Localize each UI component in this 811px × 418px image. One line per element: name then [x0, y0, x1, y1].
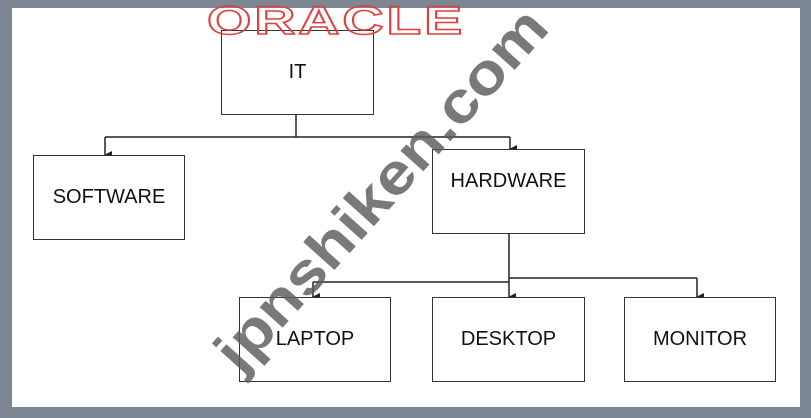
- node-laptop: LAPTOP: [239, 297, 391, 382]
- node-software: SOFTWARE: [33, 155, 185, 240]
- node-monitor: MONITOR: [624, 297, 776, 382]
- node-desktop: DESKTOP: [432, 297, 585, 382]
- node-hardware: HARDWARE: [432, 149, 585, 234]
- node-it: IT: [221, 30, 374, 115]
